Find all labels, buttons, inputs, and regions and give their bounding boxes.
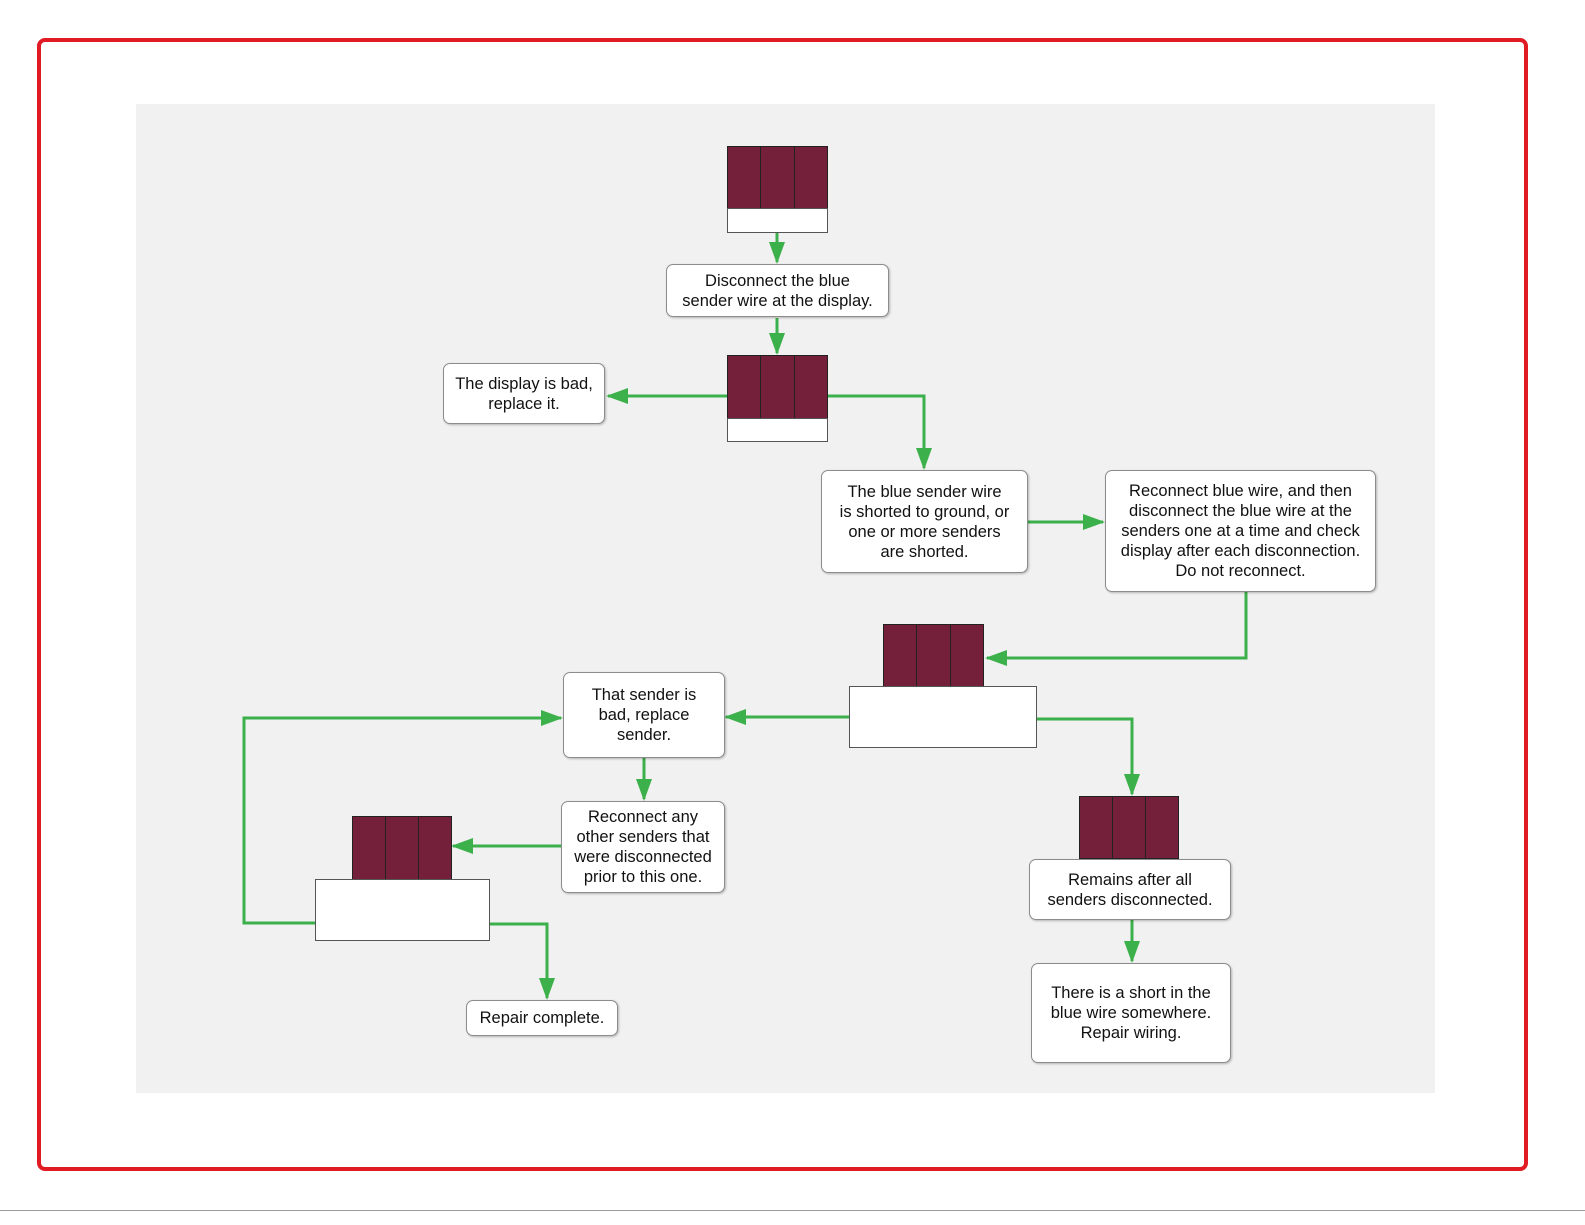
block-base bbox=[727, 208, 828, 233]
shorted-box: The blue sender wire is shorted to groun… bbox=[821, 470, 1028, 573]
remains-box: Remains after all senders disconnected. bbox=[1029, 859, 1231, 920]
shorted-text: The blue sender wire is shorted to groun… bbox=[839, 482, 1010, 561]
block-base bbox=[849, 686, 1037, 748]
block-cell bbox=[1113, 797, 1146, 858]
short-in-wire-box: There is a short in the blue wire somewh… bbox=[1031, 963, 1231, 1063]
reconnect-check-box: Reconnect blue wire, and then disconnect… bbox=[1105, 470, 1376, 592]
step-block-3 bbox=[849, 624, 1037, 748]
reconnect-check-text: Reconnect blue wire, and then disconnect… bbox=[1120, 482, 1361, 580]
block-cell bbox=[1080, 797, 1113, 858]
block-cell bbox=[794, 147, 827, 208]
step-block-4 bbox=[1079, 796, 1179, 859]
step-block-1 bbox=[727, 146, 828, 233]
block-cell bbox=[761, 147, 795, 208]
block-cell bbox=[728, 356, 762, 418]
block-cell bbox=[884, 625, 918, 686]
bottom-divider bbox=[0, 1210, 1585, 1211]
block-base bbox=[315, 879, 490, 941]
connector-step2-to-shorted bbox=[828, 394, 932, 470]
step-block-2 bbox=[727, 355, 828, 442]
block-cell bbox=[419, 817, 451, 879]
step-block-5 bbox=[315, 816, 490, 941]
block-cell bbox=[917, 625, 951, 686]
block-cell bbox=[794, 356, 827, 418]
block-cell bbox=[728, 147, 762, 208]
outer-frame bbox=[37, 38, 1528, 1171]
block-cell bbox=[386, 817, 419, 879]
sender-bad-text: That sender is bad, replace sender. bbox=[591, 686, 697, 744]
connector-step5-to-repair-complete bbox=[490, 922, 555, 1000]
block-cell bbox=[1146, 797, 1178, 858]
remains-text: Remains after all senders disconnected. bbox=[1047, 870, 1213, 909]
connector-step5-loop-to-sender-bad bbox=[242, 710, 563, 925]
repair-complete-text: Repair complete. bbox=[479, 1009, 605, 1027]
short-in-wire-text: There is a short in the blue wire somewh… bbox=[1050, 984, 1212, 1042]
repair-complete-box: Repair complete. bbox=[466, 1000, 618, 1036]
connector-reconnect-to-step3 bbox=[985, 592, 1248, 666]
block-base bbox=[727, 418, 828, 442]
disconnect-box: Disconnect the blue sender wire at the d… bbox=[666, 264, 889, 317]
block-cell bbox=[353, 817, 386, 879]
block-cell bbox=[950, 625, 983, 686]
reconnect-others-text: Reconnect any other senders that were di… bbox=[574, 808, 712, 886]
reconnect-others-box: Reconnect any other senders that were di… bbox=[561, 801, 725, 893]
connector-step3-to-step4 bbox=[1037, 717, 1140, 796]
display-bad-text: The display is bad, replace it. bbox=[455, 374, 593, 413]
block-cell bbox=[761, 356, 795, 418]
disconnect-text: Disconnect the blue sender wire at the d… bbox=[682, 271, 873, 310]
display-bad-box: The display is bad, replace it. bbox=[443, 363, 605, 424]
sender-bad-box: That sender is bad, replace sender. bbox=[563, 672, 725, 758]
